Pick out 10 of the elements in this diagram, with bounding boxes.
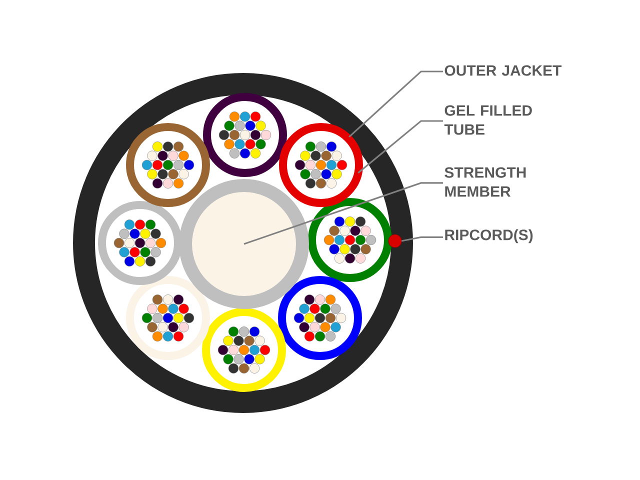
strength-member (179, 179, 309, 309)
label-text: OUTER JACKET (444, 65, 562, 76)
label-text: RIPCORD(S) (445, 229, 533, 244)
leader-line (401, 236, 443, 242)
leader-line (358, 120, 443, 174)
label-text: GEL FILLED TUBE (444, 105, 532, 135)
leader-line (244, 182, 443, 245)
ripcord (388, 234, 402, 248)
label-text: STRENGTH MEMBER (444, 167, 526, 197)
leader-line (348, 70, 443, 138)
